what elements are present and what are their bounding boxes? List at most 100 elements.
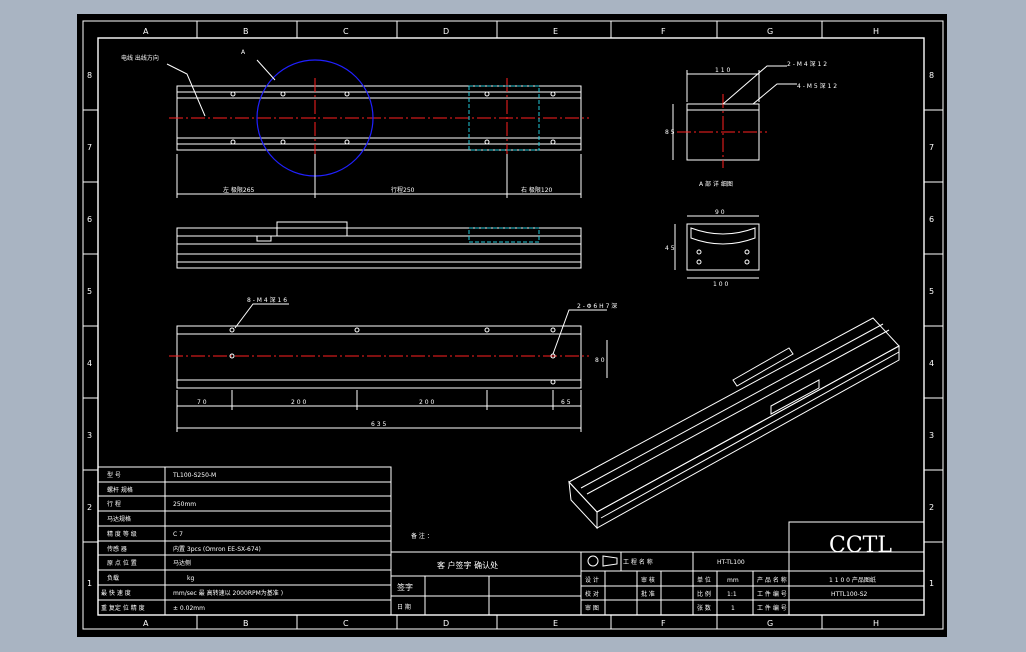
customer-confirm-block: 客 户签字 确认处 签字 日 期 [390,551,582,616]
row-right: 5 [929,287,934,296]
row-left: 7 [87,143,92,152]
col-top: F [661,27,666,36]
row-left: 5 [87,287,92,296]
remarks-label: 备 注 ： [411,532,433,540]
row-right: 2 [929,503,934,512]
company-logo: CCTL [829,533,892,558]
spec-label: 型 号 [107,471,121,479]
product-label: 1 1 0 0 产品图纸 [829,576,876,584]
dim-100-label: 1 0 0 [713,281,728,288]
spec-label: 原 点 位 置 [107,559,137,567]
bottom-view: 8 - M 4 深 1 6 2 - Φ 6 H 7 深 8 0 7 0 2 0 … [169,296,617,432]
note-right-label: 2 - Φ 6 H 7 深 [577,302,617,310]
spec-label: 精 度 等 级 [107,530,137,538]
tb-cell: 产 品 名 称 [757,576,787,584]
spec-label: 马达规格 [107,515,131,523]
col-bottom: F [661,619,666,628]
detail-callout-label: A [241,49,246,56]
row-left: 2 [87,503,92,512]
row-left: 3 [87,431,92,440]
side-dimension-label: 8 0 [595,357,605,364]
row-right: 4 [929,359,934,368]
hole-note-1: 2 - M 4 深 1 2 [787,60,827,68]
col-bottom: H [873,619,879,628]
row-numbers: 8 7 6 5 4 3 2 1 8 7 6 5 4 3 2 1 [87,71,934,588]
title-block: 工 程 名 称 HT-TL100 CCTL 1 1 0 0 产品图纸 HTTL1… [580,521,925,616]
col-bottom: C [343,619,349,628]
unit-label: 工 程 名 称 [623,558,653,566]
stroke-label: 行程250 [391,186,415,194]
dim-635-label: 6 3 5 [371,421,386,428]
row-right: 3 [929,431,934,440]
bottom-view-body [176,325,582,389]
col-bottom: A [143,619,149,628]
tb-cell: 工 件 编 号 [757,604,787,612]
spec-label: 传感 器 [107,545,127,553]
row-right: 1 [929,579,934,588]
side-view [176,221,582,269]
row-left: 1 [87,579,92,588]
projection-symbol [587,555,599,567]
column-letters: A B C D E F G H A B C D E F G H [143,27,879,628]
spec-value: ± 0.02mm [173,605,205,612]
col-bottom: D [443,619,449,628]
spec-value: TL100-S250-M [172,472,216,479]
spec-value: 内置 3pcs (Omron EE-SX-674) [173,545,261,553]
row-left: 6 [87,215,92,224]
row-left: 4 [87,359,92,368]
tb-cell: mm [727,577,739,584]
spec-label: 重 复定 位 精 度 [101,604,145,612]
col-bottom: B [243,619,249,628]
end-section-body [686,223,760,271]
tb-cell: 审 核 [641,576,655,584]
col-top: E [553,27,558,36]
confirm-title: 客 户签字 确认处 [437,560,498,570]
dim-45-label: 4 5 [665,245,675,252]
col-top: C [343,27,349,36]
top-view: 电线 出线方向 A 左 极限265 行程250 右 极限120 [121,49,589,198]
tb-cell: 批 准 [641,590,655,598]
tb-cell: 审 图 [585,604,599,612]
side-carriage [276,221,348,237]
row-right: 7 [929,143,934,152]
right-margin-label: 右 极限120 [521,186,553,194]
outer-frame [82,20,944,630]
drawing-no: HT-TL100 [717,559,745,566]
tb-cell: 校 对 [585,590,599,598]
tb-cell: 1:1 [727,591,737,598]
tb-cell: 工 件 编 号 [757,590,787,598]
dim-90-label: 9 0 [715,209,725,216]
dim-65-label: 6 5 [561,399,571,406]
tb-cell: 张 数 [697,604,711,612]
row-right: 8 [929,71,934,80]
dim-85-label: 8 5 [665,129,675,136]
note-left-label: 8 - M 4 深 1 6 [247,296,287,304]
spec-value: C 7 [173,531,183,538]
isometric-view [568,317,900,530]
col-bottom: E [553,619,558,628]
cable-side-label: 电线 出线方向 [121,54,159,62]
row-left: 8 [87,71,92,80]
dim-200a-label: 2 0 0 [291,399,306,406]
col-bottom: G [767,619,773,628]
spec-label: 行 程 [107,500,121,508]
zone-ticks [83,21,943,629]
end-section-view: 9 0 4 5 1 0 0 [665,209,760,288]
col-top: B [243,27,249,36]
spec-label: 负载 [107,574,119,582]
spec-value: mm/sec 最 高转速以 2000RPM为基准 ) [173,589,283,597]
motor-area-hidden [468,85,540,151]
spec-value: kg [187,575,194,582]
detail-a-view: 1 1 0 8 5 2 - M 4 深 1 2 4 - M 5 深 1 2 A … [665,60,837,188]
hole-note-2: 4 - M 5 深 1 2 [797,82,837,90]
side-view-body [176,227,582,269]
row-right: 6 [929,215,934,224]
dim-200b-label: 2 0 0 [419,399,434,406]
dim-110-top: 1 1 0 [715,67,730,74]
tb-cell: 1 [731,605,735,612]
col-top: G [767,27,773,36]
spec-label: 螺杆 规格 [107,486,133,494]
iso-top-face [568,317,900,513]
drawing-sheet: A B C D E F G H A B C D E F G H 8 7 6 5 … [77,14,947,637]
col-top: D [443,27,449,36]
